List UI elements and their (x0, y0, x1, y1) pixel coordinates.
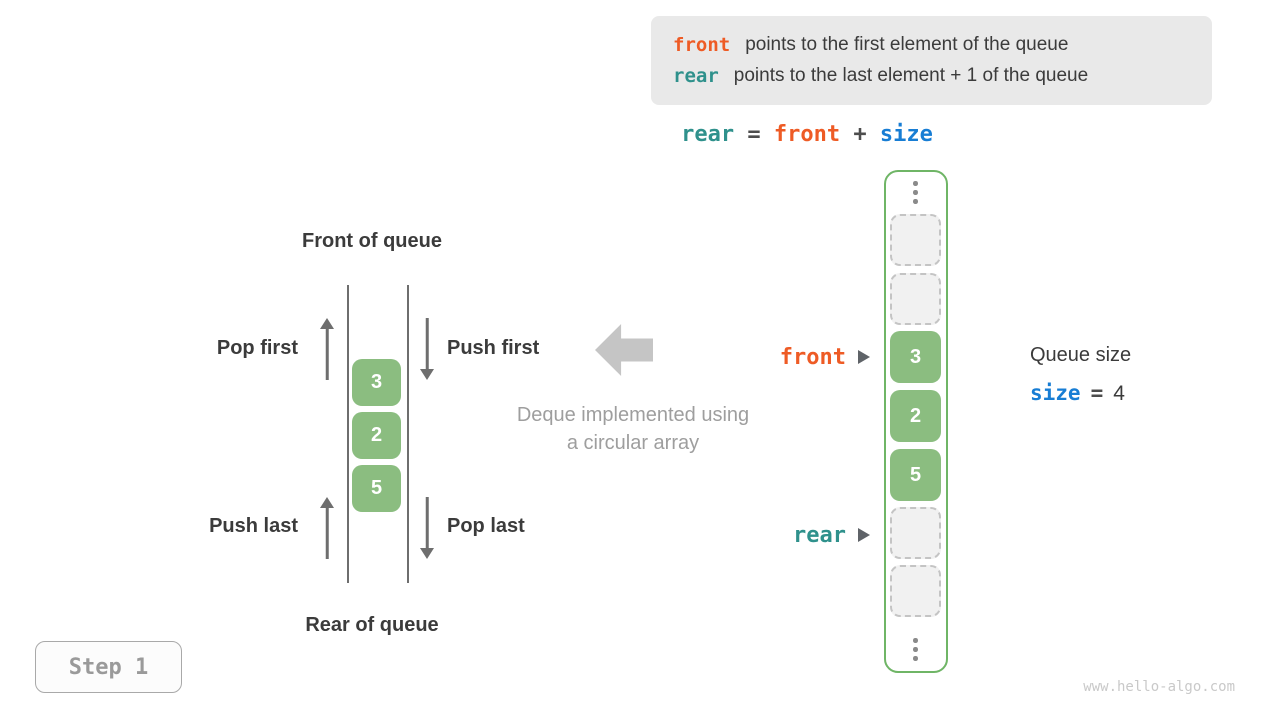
definition-box: front points to the first element of the… (651, 16, 1212, 105)
caption: Deque implemented using a circular array (483, 401, 783, 457)
pop-first-arrow-icon (320, 318, 334, 380)
left-block-arrow-icon (595, 324, 653, 376)
formula-equals: = (747, 122, 761, 147)
formula-size: size (879, 122, 933, 147)
front-pointer-label: front (779, 344, 846, 370)
deque-cell-0: 3 (352, 359, 401, 406)
deque-cell-2: 5 (352, 465, 401, 512)
push-last-label: Push last (209, 515, 298, 537)
formula-plus: + (853, 122, 867, 147)
pop-first-label: Pop first (216, 337, 298, 359)
caption-line-2: a circular array (566, 432, 700, 454)
size-equation: size = 4 (1030, 381, 1125, 406)
push-first-arrow-icon (420, 318, 434, 380)
caption-line-1: Deque implemented using (516, 404, 750, 426)
rear-definition-text: points to the last element + 1 of the qu… (733, 65, 1089, 86)
pop-last-label: Pop last (447, 515, 525, 537)
queue-wall-left (347, 285, 349, 583)
definition-line-rear: rear points to the last element + 1 of t… (673, 65, 1212, 87)
pop-last-arrow-icon (420, 497, 434, 559)
step-badge: Step 1 (35, 641, 182, 693)
formula: rear = front + size (657, 122, 957, 147)
front-keyword: front (673, 34, 731, 56)
array-cell-filled-1: 2 (890, 390, 941, 442)
definition-line-front: front points to the first element of the… (673, 34, 1212, 56)
rear-of-queue-label: Rear of queue (305, 614, 439, 636)
queue-wall-right (407, 285, 409, 583)
array-ellipsis-top-icon (913, 181, 918, 204)
formula-front: front (773, 122, 841, 147)
size-value: 4 (1113, 382, 1125, 405)
push-last-arrow-icon (320, 497, 334, 559)
front-pointer-arrow-icon (858, 350, 870, 364)
array-cell-filled-2: 5 (890, 449, 941, 501)
rear-pointer-arrow-icon (858, 528, 870, 542)
array-ellipsis-bottom-icon (913, 638, 918, 661)
deque-cell-1: 2 (352, 412, 401, 459)
size-equals: = (1090, 381, 1104, 405)
front-of-queue-label: Front of queue (302, 230, 442, 252)
front-definition-text: points to the first element of the queue (745, 34, 1069, 55)
rear-keyword: rear (673, 65, 719, 87)
array-cell-empty-1 (890, 273, 941, 325)
queue-size-title: Queue size (1030, 344, 1132, 366)
watermark: www.hello-algo.com (1083, 679, 1235, 695)
formula-rear: rear (681, 122, 735, 147)
array-cell-empty-2 (890, 507, 941, 559)
array-cell-empty-0 (890, 214, 941, 266)
rear-pointer-label: rear (793, 522, 846, 548)
array-cell-empty-3 (890, 565, 941, 617)
front-pointer: front (690, 343, 870, 371)
size-keyword: size (1030, 381, 1081, 405)
array-cell-filled-0: 3 (890, 331, 941, 383)
push-first-label: Push first (447, 337, 540, 359)
rear-pointer: rear (690, 521, 870, 549)
